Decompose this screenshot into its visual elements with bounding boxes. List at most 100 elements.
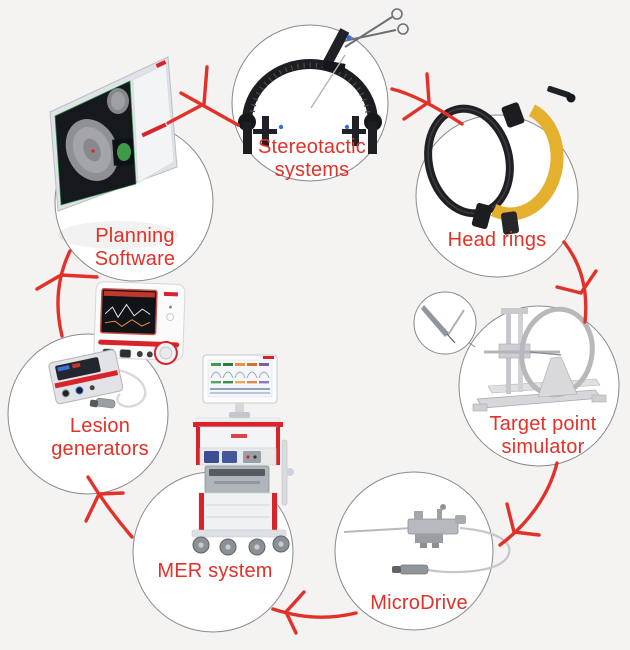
node-label-lesion-generators: Lesion generators <box>51 415 149 461</box>
post-top-bar <box>501 308 528 314</box>
headbox-module <box>222 451 237 463</box>
body-knob <box>440 504 446 510</box>
box-port <box>89 385 95 391</box>
circle-head-rings <box>415 114 579 278</box>
lesion-generators-illustration <box>48 281 186 409</box>
node-label-mer-system: MER system <box>157 560 273 582</box>
ring-clamp <box>501 102 525 128</box>
lower-cabinet <box>198 492 278 531</box>
monitor-mount <box>229 412 250 418</box>
software-logo <box>155 60 167 68</box>
indicator-dot <box>168 305 172 309</box>
node-circles <box>7 24 620 633</box>
fixation-screw <box>547 85 571 99</box>
monitor-reflection <box>58 221 178 249</box>
top-tray <box>195 417 281 423</box>
red-corner-rail <box>196 427 200 465</box>
ring-clamp <box>471 203 493 229</box>
arrow-mer-to-lesion <box>84 475 134 539</box>
screen-header <box>103 290 155 298</box>
unit-logo <box>231 434 247 438</box>
arrow-headrings-to-target <box>555 240 598 324</box>
circle-stereotactic-systems <box>231 24 389 182</box>
waveform-channel-bars <box>211 363 269 366</box>
printer-slot <box>209 469 265 476</box>
red-corner-rail <box>272 493 277 530</box>
socket <box>136 351 143 358</box>
microdrive-rod <box>343 527 413 533</box>
stereotactic-frame-illustration <box>238 8 409 154</box>
socket <box>146 351 153 358</box>
body-leg <box>432 543 439 548</box>
stimulator-box-unit <box>48 349 124 405</box>
blue-accent <box>344 124 350 130</box>
microdrive-illustration <box>343 504 511 575</box>
monitor-logo <box>263 356 274 359</box>
cart-wheels <box>192 535 290 556</box>
body-base <box>415 534 443 543</box>
node-label-stereotactic-systems: Stereotactic systems <box>257 136 366 182</box>
node-label-target-point-simulator: Target point simulator <box>489 413 597 459</box>
head-rings-illustration <box>424 85 576 235</box>
arrow-target-to-microdrive <box>498 461 559 547</box>
arrow-stereotactic-to-headrings <box>390 72 464 126</box>
generator-screen <box>99 288 158 336</box>
io-module <box>243 451 261 463</box>
screw-knob <box>566 93 576 103</box>
mer-cart-illustration <box>191 354 294 556</box>
monitor-neck <box>235 403 244 414</box>
ring-stand <box>537 356 578 398</box>
generator-logo <box>163 291 178 297</box>
side-knob <box>286 468 294 476</box>
label-red-strip <box>71 362 81 369</box>
body-detail <box>414 511 423 520</box>
node-label-planning-software: Planning Software <box>94 225 176 271</box>
forceps-arm <box>343 29 397 42</box>
software-side-panel <box>132 63 175 184</box>
red-corner-rail <box>199 493 204 530</box>
brain-coronal-inner <box>111 92 125 110</box>
target-marker <box>91 149 95 153</box>
red-tray-edge <box>193 422 283 427</box>
blue-accent <box>278 124 284 130</box>
module-led <box>246 455 250 459</box>
arrow-planning-to-stereotactic <box>166 65 240 127</box>
electrode-prong <box>447 309 465 336</box>
view-border-lines <box>54 80 137 206</box>
electrode-magnifier-circle <box>413 291 477 355</box>
body-detail <box>455 515 466 524</box>
probe-needle <box>310 54 346 109</box>
box-port <box>75 386 84 395</box>
progress-bar <box>141 122 167 138</box>
body-leg <box>420 543 427 548</box>
blue-accent <box>346 35 352 41</box>
dial-center <box>159 346 173 360</box>
side-post <box>243 122 252 154</box>
arrow-microdrive-to-mer <box>271 590 358 635</box>
side-post <box>368 122 377 154</box>
electrode-tip <box>421 305 449 337</box>
forceps-ring <box>391 8 403 20</box>
monitor-screen <box>207 359 273 398</box>
microdrive-body <box>407 518 459 535</box>
box-label-panel <box>55 357 101 381</box>
microdrive-cable <box>427 526 511 574</box>
power-button <box>166 313 175 322</box>
simulator-needle <box>529 351 562 356</box>
needle-holder <box>320 28 350 70</box>
electrode-point <box>446 333 456 344</box>
plug-tip <box>89 399 99 408</box>
green-3d-structure <box>117 143 131 161</box>
circle-microdrive <box>334 471 494 631</box>
forceps-arm <box>344 16 393 48</box>
base-foot <box>472 403 488 412</box>
node-label-microdrive: MicroDrive <box>370 592 468 614</box>
planning-software-monitor-illustration <box>49 56 178 249</box>
arc-scale-ticks <box>249 62 371 119</box>
cycle-arrows <box>35 65 598 635</box>
headbox-module <box>204 451 219 463</box>
screen-trace <box>104 303 151 319</box>
node-label-head-rings: Head rings <box>447 229 547 251</box>
paper-tray <box>214 481 260 484</box>
